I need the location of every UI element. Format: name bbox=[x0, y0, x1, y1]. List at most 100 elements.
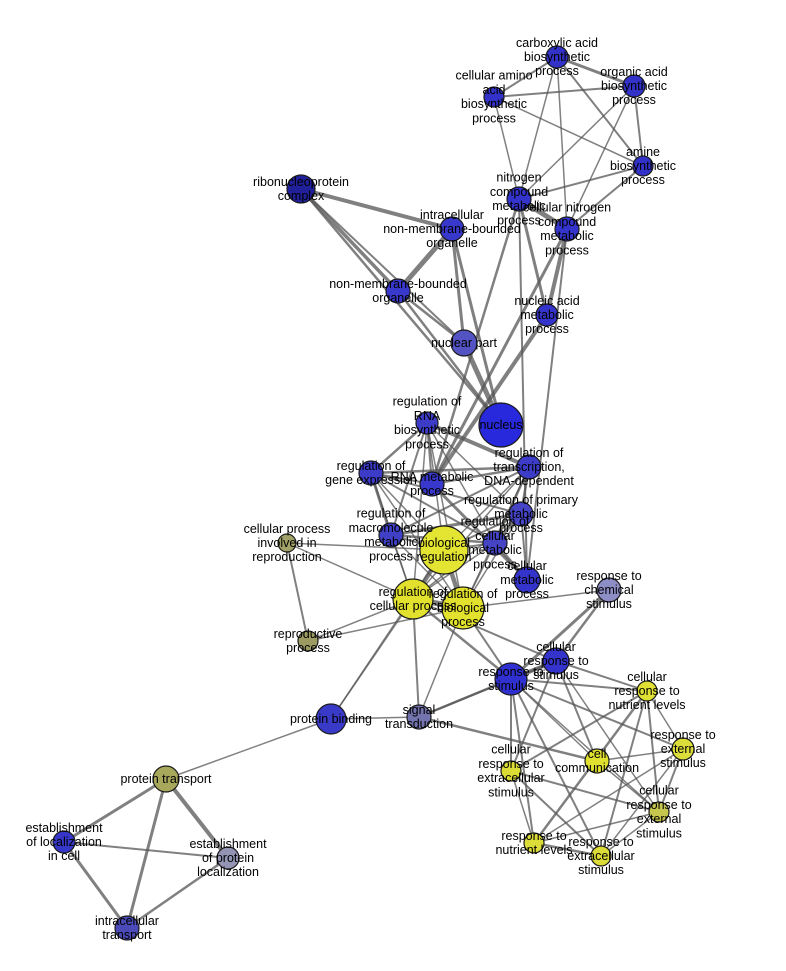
edge-cellular-response-to-extracellular-stimulus--cellular-response-to-external-stimulus[interactable] bbox=[510, 770, 660, 813]
node-cellular-response-to-external-stimulus[interactable] bbox=[648, 801, 670, 823]
edge-regulation-of-transcription-dna-dependent--regulation-of-macromolecule-metabolic-process[interactable] bbox=[390, 466, 530, 536]
edge-amine-biosynthetic-process--nitrogen-compound-metabolic-process[interactable] bbox=[518, 165, 644, 200]
node-regulation-of-biological-process[interactable] bbox=[441, 586, 485, 630]
edge-cell-communication--response-to-external-stimulus[interactable] bbox=[596, 748, 684, 762]
node-response-to-external-stimulus[interactable] bbox=[671, 737, 695, 761]
node-cellular-response-to-extracellular-stimulus[interactable] bbox=[500, 760, 522, 782]
edge-response-to-stimulus--response-to-chemical-stimulus[interactable] bbox=[509, 588, 611, 681]
node-regulation-of-cellular-metabolic-process[interactable] bbox=[482, 530, 508, 556]
edge-establishment-of-localization-in-cell--intracellular-transport[interactable] bbox=[62, 840, 129, 930]
edge-cellular-response-to-stimulus--cellular-response-to-external-stimulus[interactable] bbox=[555, 660, 660, 813]
edge-ribonucleoprotein-complex--nuclear-part[interactable] bbox=[300, 188, 465, 344]
edge-ribonucleoprotein-complex--non-membrane-bounded-organelle[interactable] bbox=[299, 187, 400, 293]
edge-cellular-response-to-stimulus--response-to-chemical-stimulus[interactable] bbox=[554, 588, 611, 663]
edge-ribonucleoprotein-complex--nucleus[interactable] bbox=[299, 187, 503, 427]
node-response-to-stimulus[interactable] bbox=[494, 662, 528, 696]
edge-cellular-response-to-stimulus--cell-communication[interactable] bbox=[555, 660, 598, 762]
edge-regulation-of-rna-biosynthetic-process--regulation-of-cellular-process[interactable] bbox=[412, 422, 428, 600]
edge-regulation-of-transcription-dna-dependent--regulation-of-gene-expression[interactable] bbox=[369, 465, 531, 475]
edge-establishment-of-protein-localization--intracellular-transport[interactable] bbox=[125, 856, 230, 930]
edge-regulation-of-gene-expression--regulation-of-biological-process[interactable] bbox=[370, 472, 464, 609]
edge-carboxylic-acid-biosynthetic-process--cellular-amino-acid-biosynthetic-process[interactable] bbox=[493, 56, 558, 98]
node-organic-acid-biosynthetic-process[interactable] bbox=[622, 74, 646, 98]
edge-cellular-response-to-nutrient-levels--response-to-extracellular-stimulus[interactable] bbox=[600, 690, 648, 857]
node-protein-transport[interactable] bbox=[152, 765, 180, 793]
node-cellular-process-involved-in-reproduction[interactable] bbox=[277, 533, 297, 553]
edge-cellular-response-to-nutrient-levels--cellular-response-to-extracellular-stimulus[interactable] bbox=[510, 690, 648, 772]
edge-cellular-response-to-extracellular-stimulus--response-to-extracellular-stimulus[interactable] bbox=[510, 770, 602, 857]
node-cellular-nitrogen-compound-metabolic-process[interactable] bbox=[554, 216, 580, 242]
node-response-to-nutrient-levels[interactable] bbox=[523, 832, 545, 854]
node-carboxylic-acid-biosynthetic-process[interactable] bbox=[545, 45, 569, 69]
node-nuclear-part[interactable] bbox=[450, 329, 478, 357]
edge-cellular-amino-acid-biosynthetic-process--organic-acid-biosynthetic-process[interactable] bbox=[493, 85, 635, 98]
edge-regulation-of-transcription-dna-dependent--rna-metabolic-process[interactable] bbox=[430, 465, 531, 486]
node-ribonucleoprotein-complex[interactable] bbox=[286, 174, 316, 204]
edge-intracellular-non-membrane-bounded-organelle--nuclear-part[interactable] bbox=[450, 227, 466, 345]
edge-carboxylic-acid-biosynthetic-process--nitrogen-compound-metabolic-process[interactable] bbox=[518, 56, 558, 200]
node-establishment-of-protein-localization[interactable] bbox=[216, 846, 240, 870]
node-regulation-of-macromolecule-metabolic-process[interactable] bbox=[378, 522, 404, 548]
node-protein-binding[interactable] bbox=[315, 703, 347, 735]
edge-cellular-process-involved-in-reproduction--reproductive-process[interactable] bbox=[286, 542, 309, 642]
edge-cell-communication--cellular-response-to-external-stimulus[interactable] bbox=[596, 760, 660, 813]
edge-regulation-of-rna-biosynthetic-process--regulation-of-cellular-metabolic-process[interactable] bbox=[426, 422, 496, 544]
node-intracellular-transport[interactable] bbox=[114, 915, 140, 941]
edge-response-to-chemical-stimulus--regulation-of-biological-process[interactable] bbox=[462, 589, 610, 609]
edge-intracellular-non-membrane-bounded-organelle--non-membrane-bounded-organelle[interactable] bbox=[395, 226, 455, 294]
edge-protein-transport--establishment-of-localization-in-cell[interactable] bbox=[62, 777, 168, 844]
edge-cellular-nitrogen-compound-metabolic-process--rna-metabolic-process[interactable] bbox=[430, 227, 569, 486]
edge-carboxylic-acid-biosynthetic-process--amine-biosynthetic-process[interactable] bbox=[556, 56, 644, 167]
edge-establishment-of-localization-in-cell--establishment-of-protein-localization[interactable] bbox=[63, 841, 229, 859]
edge-cellular-response-to-nutrient-levels--cellular-response-to-external-stimulus[interactable] bbox=[646, 690, 660, 813]
edge-protein-transport--intracellular-transport[interactable] bbox=[125, 777, 168, 930]
edge-signal-transduction--cell-communication[interactable] bbox=[417, 715, 599, 763]
edge-response-to-stimulus--regulation-of-cellular-process[interactable] bbox=[411, 597, 513, 681]
node-cellular-amino-acid-biosynthetic-process[interactable] bbox=[483, 86, 505, 108]
edge-response-to-stimulus--response-to-extracellular-stimulus[interactable] bbox=[510, 678, 602, 857]
edge-cellular-nitrogen-compound-metabolic-process--cellular-metabolic-process[interactable] bbox=[526, 228, 568, 581]
edge-regulation-of-rna-biosynthetic-process--regulation-of-transcription-dna-dependent[interactable] bbox=[425, 421, 531, 469]
edge-response-to-nutrient-levels--response-to-extracellular-stimulus[interactable] bbox=[532, 841, 603, 858]
edge-cellular-response-to-stimulus--regulation-of-cellular-process[interactable] bbox=[412, 598, 557, 662]
node-regulation-of-primary-metabolic-process[interactable] bbox=[508, 501, 534, 527]
edge-response-to-stimulus--cell-communication[interactable] bbox=[510, 678, 598, 762]
node-amine-biosynthetic-process[interactable] bbox=[632, 155, 654, 177]
node-regulation-of-rna-biosynthetic-process[interactable] bbox=[415, 411, 439, 435]
node-response-to-extracellular-stimulus[interactable] bbox=[590, 845, 612, 867]
node-nitrogen-compound-metabolic-process[interactable] bbox=[506, 186, 532, 212]
node-regulation-of-gene-expression[interactable] bbox=[358, 460, 384, 486]
node-cellular-metabolic-process[interactable] bbox=[513, 566, 541, 594]
edge-organic-acid-biosynthetic-process--nitrogen-compound-metabolic-process[interactable] bbox=[518, 85, 635, 200]
node-establishment-of-localization-in-cell[interactable] bbox=[52, 830, 76, 854]
edge-cellular-response-to-stimulus--cellular-response-to-nutrient-levels[interactable] bbox=[555, 660, 648, 692]
edge-organic-acid-biosynthetic-process--amine-biosynthetic-process[interactable] bbox=[633, 85, 644, 167]
node-nucleic-acid-metabolic-process[interactable] bbox=[535, 303, 559, 327]
edge-nitrogen-compound-metabolic-process--nucleic-acid-metabolic-process[interactable] bbox=[517, 197, 549, 317]
node-cellular-response-to-nutrient-levels[interactable] bbox=[636, 680, 658, 702]
edge-non-membrane-bounded-organelle--nuclear-part[interactable] bbox=[396, 289, 466, 345]
edge-cellular-response-to-external-stimulus--response-to-extracellular-stimulus[interactable] bbox=[600, 811, 660, 857]
edge-cellular-response-to-extracellular-stimulus--response-to-nutrient-levels[interactable] bbox=[510, 770, 535, 844]
edge-carboxylic-acid-biosynthetic-process--cellular-nitrogen-compound-metabolic-process[interactable] bbox=[556, 56, 568, 230]
node-rna-metabolic-process[interactable] bbox=[419, 471, 445, 497]
node-intracellular-non-membrane-bounded-organelle[interactable] bbox=[439, 216, 465, 242]
edge-cellular-response-to-external-stimulus--response-to-nutrient-levels[interactable] bbox=[533, 811, 660, 844]
node-reproductive-process[interactable] bbox=[297, 630, 319, 652]
edge-protein-binding--regulation-of-cellular-process[interactable] bbox=[330, 598, 414, 720]
edge-reproductive-process--regulation-of-biological-process[interactable] bbox=[307, 607, 464, 642]
edge-regulation-of-primary-metabolic-process--regulation-of-macromolecule-metabolic-process[interactable] bbox=[389, 512, 523, 537]
edge-response-to-external-stimulus--response-to-extracellular-stimulus[interactable] bbox=[600, 748, 684, 857]
edge-non-membrane-bounded-organelle--nucleus[interactable] bbox=[396, 289, 503, 427]
edge-intracellular-non-membrane-bounded-organelle--nucleus[interactable] bbox=[450, 227, 503, 427]
edge-response-to-stimulus--cellular-response-to-external-stimulus[interactable] bbox=[510, 678, 660, 813]
edge-rna-metabolic-process--cellular-metabolic-process[interactable] bbox=[430, 482, 529, 582]
edge-regulation-of-gene-expression--regulation-of-cellular-metabolic-process[interactable] bbox=[370, 472, 496, 544]
node-cell-communication[interactable] bbox=[584, 748, 610, 774]
edge-response-to-stimulus--response-to-nutrient-levels[interactable] bbox=[510, 678, 535, 844]
edge-regulation-of-gene-expression--regulation-of-primary-metabolic-process[interactable] bbox=[370, 472, 522, 515]
node-biological-regulation[interactable] bbox=[419, 525, 469, 575]
edge-response-to-stimulus--response-to-external-stimulus[interactable] bbox=[510, 678, 684, 750]
edge-cellular-amino-acid-biosynthetic-process--nitrogen-compound-metabolic-process[interactable] bbox=[493, 96, 520, 200]
edge-response-to-stimulus--cellular-response-to-nutrient-levels[interactable] bbox=[510, 678, 648, 692]
